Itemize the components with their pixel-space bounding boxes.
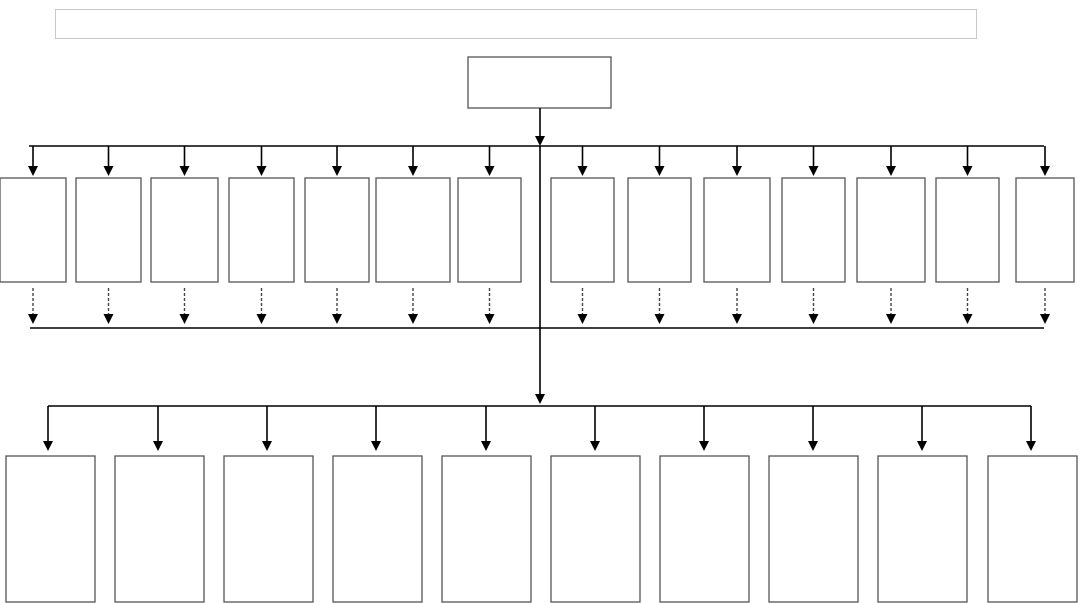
- middle-dashed-arrowhead-3: [179, 314, 190, 324]
- bottom-arrowhead-6: [590, 441, 600, 451]
- bottom-arrowhead-7: [699, 441, 709, 451]
- middle-arrowhead-7: [484, 166, 495, 176]
- middle-arrowhead-5: [332, 166, 342, 176]
- middle-dashed-arrowhead-2: [103, 314, 114, 324]
- middle-dashed-arrowhead-5: [332, 314, 342, 324]
- middle-dashed-arrowhead-9: [654, 314, 665, 324]
- middle-node-12: [856, 177, 926, 283]
- middle-arrowhead-13: [962, 166, 973, 176]
- middle-node-14: [1015, 177, 1075, 283]
- middle-dashed-arrowhead-14: [1040, 314, 1050, 324]
- bottom-node-8: [768, 455, 859, 603]
- middle-arrowhead-11: [808, 166, 819, 176]
- middle-node-7: [457, 177, 522, 283]
- bottom-node-6: [550, 455, 641, 603]
- spine-arrowhead: [535, 394, 545, 404]
- middle-dashed-arrowhead-11: [808, 314, 819, 324]
- middle-arrowhead-3: [179, 166, 190, 176]
- bottom-node-4: [332, 455, 423, 603]
- middle-arrowhead-12: [886, 166, 896, 176]
- bottom-arrowhead-9: [917, 441, 927, 451]
- middle-arrowhead-4: [256, 166, 267, 176]
- bottom-arrowhead-3: [262, 441, 272, 451]
- middle-dashed-arrowhead-8: [577, 314, 588, 324]
- bottom-node-3: [223, 455, 314, 603]
- middle-node-8: [550, 177, 615, 283]
- bottom-node-9: [877, 455, 968, 603]
- bottom-arrowhead-2: [153, 441, 163, 451]
- root-arrowhead: [535, 136, 545, 146]
- middle-dashed-arrowhead-10: [732, 314, 742, 324]
- middle-dashed-arrowhead-12: [886, 314, 896, 324]
- middle-node-13: [935, 177, 1000, 283]
- middle-node-11: [781, 177, 846, 283]
- bottom-arrowhead-5: [481, 441, 491, 451]
- middle-arrowhead-9: [654, 166, 665, 176]
- middle-node-2: [75, 177, 142, 283]
- middle-arrowhead-2: [103, 166, 114, 176]
- bottom-arrowhead-8: [808, 441, 818, 451]
- bottom-node-1: [5, 455, 96, 603]
- bottom-arrowhead-10: [1026, 441, 1036, 451]
- middle-arrowhead-6: [408, 166, 418, 176]
- middle-node-10: [703, 177, 771, 283]
- middle-node-6: [375, 177, 451, 283]
- root-node: [467, 56, 612, 109]
- middle-dashed-arrowhead-4: [256, 314, 267, 324]
- bottom-node-7: [659, 455, 750, 603]
- middle-arrowhead-1: [28, 166, 38, 176]
- middle-node-3: [150, 177, 219, 283]
- middle-node-1: [0, 177, 67, 283]
- middle-dashed-arrowhead-1: [28, 314, 38, 324]
- bottom-node-10: [987, 455, 1078, 603]
- bottom-node-2: [114, 455, 205, 603]
- bottom-arrowhead-4: [371, 441, 381, 451]
- middle-arrowhead-10: [732, 166, 742, 176]
- middle-arrowhead-8: [577, 166, 588, 176]
- middle-arrowhead-14: [1040, 166, 1050, 176]
- bottom-arrowhead-1: [43, 441, 53, 451]
- middle-dashed-arrowhead-7: [484, 314, 495, 324]
- middle-node-5: [304, 177, 370, 283]
- middle-node-4: [228, 177, 295, 283]
- middle-dashed-arrowhead-13: [962, 314, 973, 324]
- diagram-title: [55, 9, 977, 39]
- bottom-node-5: [441, 455, 532, 603]
- middle-node-9: [627, 177, 692, 283]
- middle-dashed-arrowhead-6: [408, 314, 418, 324]
